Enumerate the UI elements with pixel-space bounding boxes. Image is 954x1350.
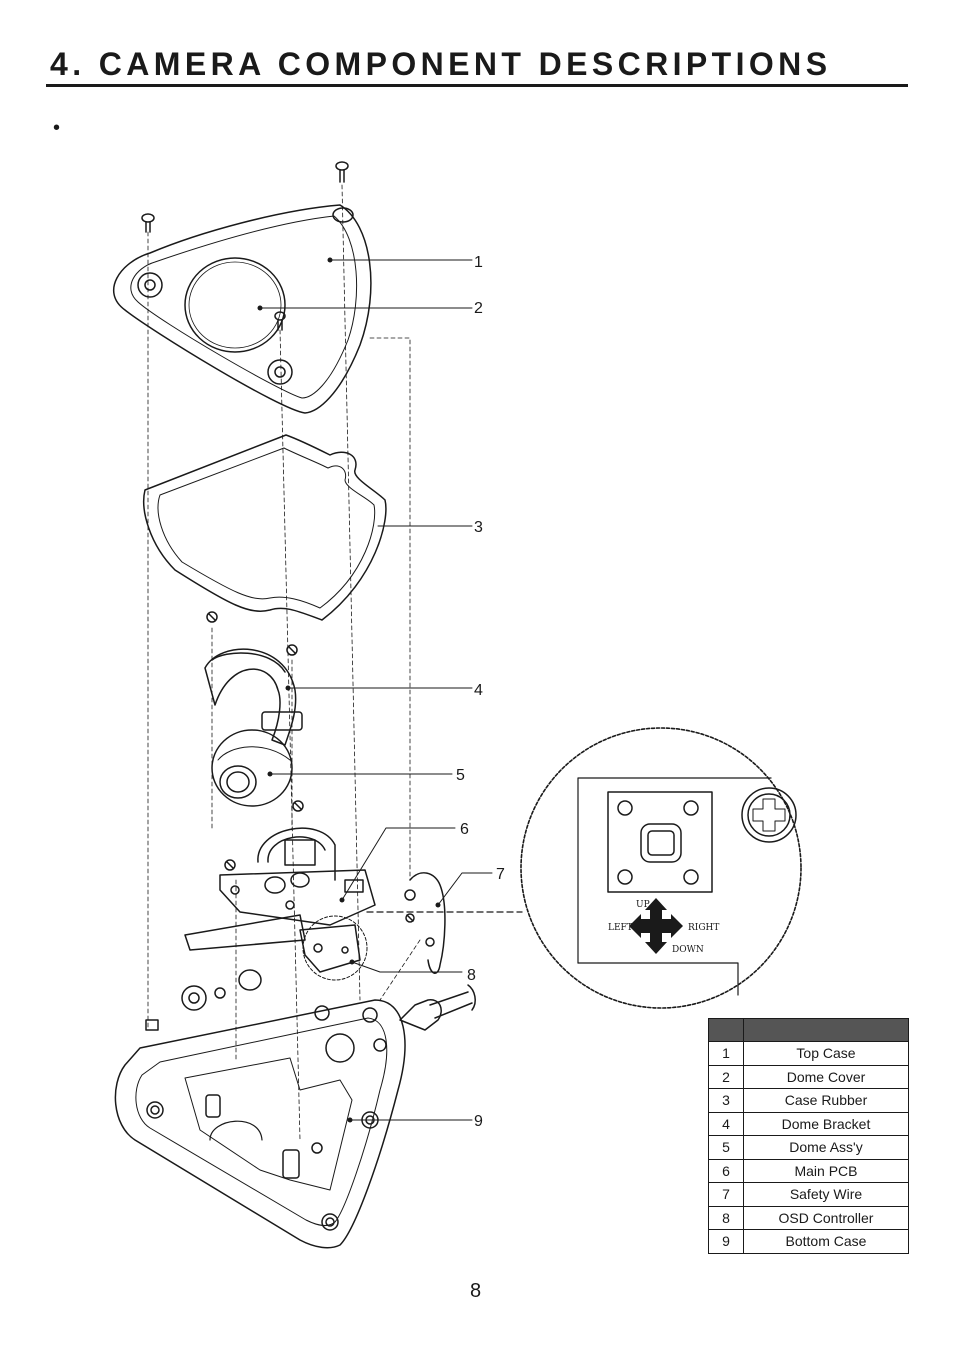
dome-assy-drawing [211, 729, 304, 812]
part-name: Bottom Case [743, 1229, 909, 1254]
page-title: 4. CAMERA COMPONENT DESCRIPTIONS [50, 46, 832, 82]
part-number: 4 [708, 1111, 744, 1136]
page-number: 8 [470, 1280, 482, 1302]
part-name: Dome Cover [743, 1064, 909, 1089]
part-number: 5 [708, 1135, 744, 1160]
joystick-arrows-icon [629, 898, 683, 954]
main-pcb-drawing [184, 827, 376, 951]
table-header-row [708, 1018, 909, 1042]
part-name: Case Rubber [743, 1088, 909, 1113]
part-name: Dome Bracket [743, 1111, 909, 1136]
part-number: 2 [708, 1064, 744, 1089]
callout-9: 9 [474, 1113, 483, 1130]
dome-cover-drawing [184, 257, 286, 353]
osd-up-label: UP [636, 900, 650, 910]
callout-7: 7 [496, 866, 505, 883]
part-number: 1 [708, 1041, 744, 1066]
part-number: 8 [708, 1205, 744, 1230]
case-rubber-drawing [143, 434, 387, 621]
callout-4: 4 [474, 682, 483, 699]
part-name: Dome Ass'y [743, 1135, 909, 1160]
osd-left-label: LEFT [608, 923, 633, 933]
leader-lines [259, 259, 493, 1121]
bottom-case-drawing [114, 969, 476, 1249]
callout-8: 8 [467, 967, 476, 984]
bullet-point: • [53, 117, 61, 139]
part-name: Safety Wire [743, 1182, 909, 1207]
osd-controller-drawing [299, 911, 523, 981]
part-name: Main PCB [743, 1158, 909, 1183]
part-name: Top Case [743, 1041, 909, 1066]
dome-bracket-drawing [204, 611, 303, 746]
osd-down-label: DOWN [672, 945, 704, 955]
title-rule [46, 84, 908, 87]
part-number: 9 [708, 1229, 744, 1254]
part-number: 3 [708, 1088, 744, 1113]
callout-1: 1 [474, 254, 483, 271]
screw-icon [141, 161, 349, 331]
header-no [708, 1018, 744, 1042]
safety-wire-drawing [404, 872, 446, 974]
callout-6: 6 [460, 821, 469, 838]
callout-2: 2 [474, 300, 483, 317]
part-number: 6 [708, 1158, 744, 1183]
top-case-drawing [112, 204, 372, 414]
part-number: 7 [708, 1182, 744, 1207]
header-description [743, 1018, 909, 1042]
osd-controller-zoom [520, 727, 802, 1009]
part-name: OSD Controller [743, 1205, 909, 1230]
callout-3: 3 [474, 519, 483, 536]
callout-5: 5 [456, 767, 465, 784]
osd-right-label: RIGHT [688, 923, 719, 933]
